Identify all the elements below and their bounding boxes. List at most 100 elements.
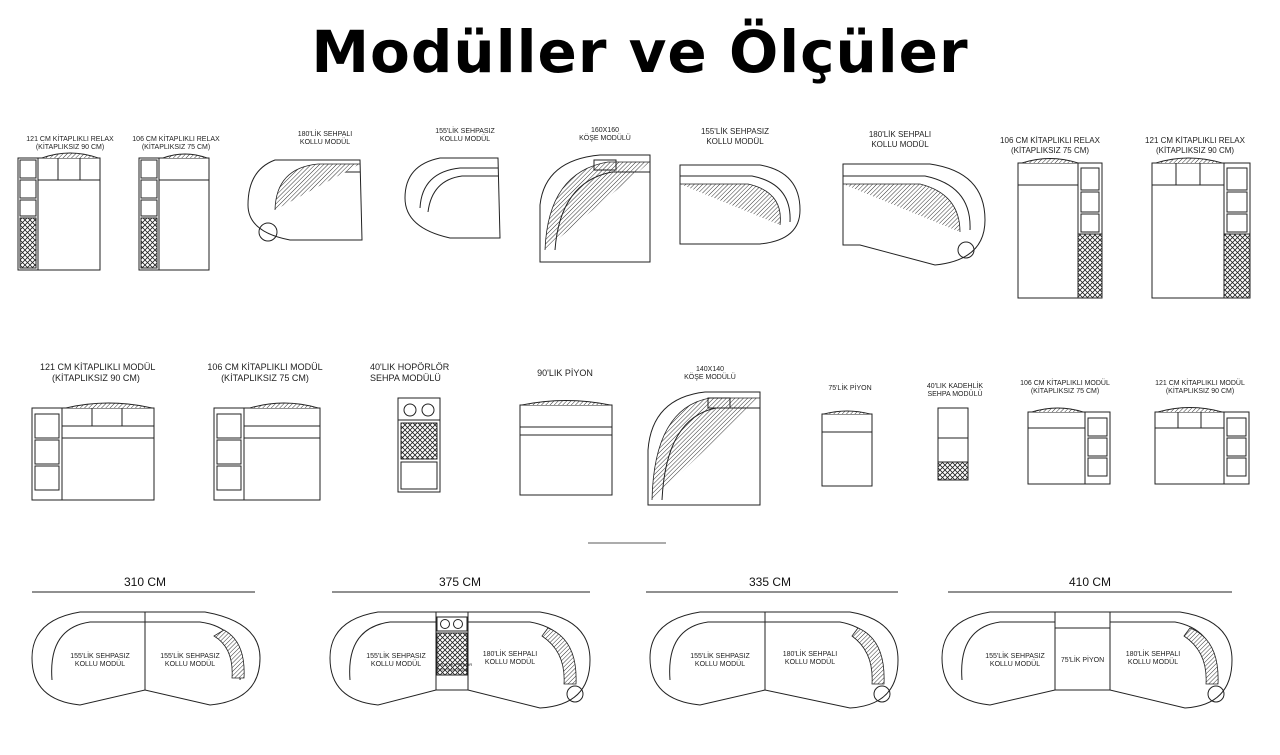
- label-top-4: 155'LİK SEHPASIZ KOLLU MODÜL: [420, 128, 510, 144]
- label-mid-6: 75'LİK PİYON: [815, 385, 885, 393]
- module-75-pouf: [821, 410, 873, 487]
- combo2-middle-label: 40'LIK HOPÖRLÖR SEHPA MODÜLÜ: [437, 662, 472, 672]
- combination-410: [941, 611, 1233, 709]
- combo4-left-line2: KOLLU MODÜL: [989, 661, 1041, 668]
- label-top-2-line2: (KİTAPLIKSIZ 75 CM): [141, 144, 211, 151]
- combo2-right-label: 180'LİK SEHPALI KOLLU MODÜL: [472, 651, 548, 667]
- label-mid-2-line1: 106 CM KİTAPLIKLI MODÜL: [207, 362, 323, 372]
- label-mid-1-line2: (KİTAPLIKSIZ 90 CM): [52, 373, 140, 383]
- label-top-6-line2: KOLLU MODÜL: [706, 137, 764, 146]
- module-106-relax-left: [138, 153, 210, 271]
- label-top-8-line2: (KİTAPLIKSIZ 75 CM): [1010, 146, 1090, 155]
- label-top-1-line2: (KİTAPLIKSIZ 90 CM): [35, 144, 105, 151]
- combo2-right-line2: KOLLU MODÜL: [484, 659, 536, 666]
- label-top-3-line1: 180'LİK SEHPALI: [297, 131, 353, 138]
- label-mid-7-line1: 40'LIK KADEHLİK: [926, 383, 984, 390]
- combination-335: [649, 611, 899, 709]
- combo1-left-line1: 155'LİK SEHPASIZ: [70, 653, 130, 660]
- combo1-right-line1: 155'LİK SEHPASIZ: [160, 653, 220, 660]
- module-121-left: [31, 402, 155, 501]
- label-top-5-line1: 160X160: [590, 127, 620, 134]
- module-106-right: [1027, 407, 1111, 485]
- combo1-right-line2: KOLLU MODÜL: [164, 661, 216, 668]
- combo2-right-line1: 180'LİK SEHPALI: [482, 651, 538, 658]
- dimension-310: 310 CM: [123, 575, 167, 589]
- combo2-middle-line2: SEHPA MODÜLÜ: [437, 667, 469, 672]
- module-180-sehpali-right: [842, 163, 986, 266]
- combo2-left-line2: KOLLU MODÜL: [370, 661, 422, 668]
- label-mid-3: 40'LIK HOPÖRLÖR SEHPA MODÜLÜ: [370, 362, 460, 384]
- label-mid-2-line2: (KİTAPLIKSIZ 75 CM): [221, 373, 309, 383]
- label-mid-5-line2: KÖŞE MODÜLÜ: [684, 374, 736, 381]
- label-mid-4-line1: 90'LIK PİYON: [537, 368, 593, 378]
- label-top-9: 121 CM KİTAPLIKLI RELAX (KİTAPLIKSIZ 90 …: [1140, 136, 1250, 156]
- label-mid-8-line2: (KİTAPLIKSIZ 75 CM): [1030, 388, 1100, 395]
- module-glass-table: [937, 407, 969, 481]
- module-140-corner: [647, 391, 761, 506]
- label-top-4-line2: KOLLU MODÜL: [439, 136, 491, 143]
- combo4-right-line2: KOLLU MODÜL: [1127, 659, 1179, 666]
- label-mid-7: 40'LIK KADEHLİK SEHPA MODÜLÜ: [920, 383, 990, 399]
- label-top-7-line1: 180'LİK SEHPALI: [868, 130, 932, 139]
- label-top-8-line1: 106 CM KİTAPLIKLI RELAX: [1000, 136, 1100, 145]
- label-top-7: 180'LİK SEHPALI KOLLU MODÜL: [855, 130, 945, 150]
- label-top-7-line2: KOLLU MODÜL: [871, 140, 929, 149]
- label-mid-8: 106 CM KİTAPLIKLI MODÜL (KİTAPLIKSIZ 75 …: [1015, 380, 1115, 396]
- module-speaker-table: [397, 397, 441, 493]
- module-90-pouf: [519, 400, 613, 496]
- label-top-6: 155'LİK SEHPASIZ KOLLU MODÜL: [690, 127, 780, 147]
- label-mid-9-line2: (KİTAPLIKSIZ 90 CM): [1165, 388, 1235, 395]
- label-top-6-line1: 155'LİK SEHPASIZ: [700, 127, 770, 136]
- combination-375: [329, 611, 591, 709]
- label-mid-5: 140X140 KÖŞE MODÜLÜ: [675, 366, 745, 382]
- combo1-left-label: 155'LİK SEHPASIZ KOLLU MODÜL: [60, 653, 140, 669]
- label-mid-3-line2: SEHPA MODÜLÜ: [370, 373, 441, 383]
- combo3-left-line1: 155'LİK SEHPASIZ: [690, 653, 750, 660]
- module-121-right: [1154, 407, 1250, 485]
- label-mid-9-line1: 121 CM KİTAPLIKLI MODÜL: [1155, 380, 1245, 387]
- module-180-sehpali-left: [247, 159, 363, 242]
- label-top-2-line1: 106 CM KİTAPLIKLI RELAX: [132, 136, 220, 143]
- dimension-335: 335 CM: [748, 575, 792, 589]
- label-mid-2: 106 CM KİTAPLIKLI MODÜL (KİTAPLIKSIZ 75 …: [205, 362, 325, 384]
- label-mid-6-line1: 75'LİK PİYON: [828, 385, 872, 392]
- combo4-right-label: 180'LİK SEHPALI KOLLU MODÜL: [1113, 651, 1193, 667]
- combo1-right-label: 155'LİK SEHPASIZ KOLLU MODÜL: [150, 653, 230, 669]
- label-top-9-line2: (KİTAPLIKSIZ 90 CM): [1155, 146, 1235, 155]
- module-155-sehpasiz-right: [679, 164, 801, 245]
- combo3-right-label: 180'LİK SEHPALI KOLLU MODÜL: [770, 651, 850, 667]
- label-mid-1: 121 CM KİTAPLIKLI MODÜL (KİTAPLIKSIZ 90 …: [40, 362, 156, 384]
- combo3-left-label: 155'LİK SEHPASIZ KOLLU MODÜL: [680, 653, 760, 669]
- label-top-1: 121 CM KİTAPLIKLI RELAX (KİTAPLIKSIZ 90 …: [20, 136, 120, 152]
- combo1-left-line2: KOLLU MODÜL: [74, 661, 126, 668]
- combo4-middle-line1: 75'LİK PİYON: [1060, 657, 1105, 664]
- combo4-middle-label: 75'LİK PİYON: [1055, 657, 1110, 665]
- label-mid-8-line1: 106 CM KİTAPLIKLI MODÜL: [1020, 380, 1110, 387]
- combo2-left-line1: 155'LİK SEHPASIZ: [366, 653, 426, 660]
- combination-310: [31, 611, 261, 706]
- label-mid-7-line2: SEHPA MODÜLÜ: [927, 391, 983, 398]
- label-top-3-line2: KOLLU MODÜL: [299, 139, 351, 146]
- label-mid-4: 90'LIK PİYON: [525, 368, 605, 379]
- label-mid-5-line1: 140X140: [695, 366, 725, 373]
- label-top-5-line2: KÖŞE MODÜLÜ: [579, 135, 631, 142]
- label-top-8: 106 CM KİTAPLIKLI RELAX (KİTAPLIKSIZ 75 …: [995, 136, 1105, 156]
- label-top-4-line1: 155'LİK SEHPASIZ: [435, 128, 495, 135]
- page-title: Modüller ve Ölçüler: [311, 18, 969, 86]
- label-mid-3-line1: 40'LIK HOPÖRLÖR: [370, 362, 450, 372]
- label-top-2: 106 CM KİTAPLIKLI RELAX (KİTAPLIKSIZ 75 …: [126, 136, 226, 152]
- combo2-left-label: 155'LİK SEHPASIZ KOLLU MODÜL: [358, 653, 434, 669]
- label-top-3: 180'LİK SEHPALI KOLLU MODÜL: [280, 131, 370, 147]
- label-mid-1-line1: 121 CM KİTAPLIKLI MODÜL: [40, 362, 156, 372]
- module-106-left: [213, 402, 321, 501]
- label-top-1-line1: 121 CM KİTAPLIKLI RELAX: [26, 136, 114, 143]
- combo4-left-label: 155'LİK SEHPASIZ KOLLU MODÜL: [975, 653, 1055, 669]
- module-121-relax-left: [17, 152, 101, 271]
- dimension-410: 410 CM: [1068, 575, 1112, 589]
- module-155-sehpasiz-left: [404, 157, 501, 239]
- module-160-corner: [539, 154, 651, 263]
- module-106-relax-right: [1017, 158, 1103, 299]
- module-121-relax-right: [1151, 157, 1251, 299]
